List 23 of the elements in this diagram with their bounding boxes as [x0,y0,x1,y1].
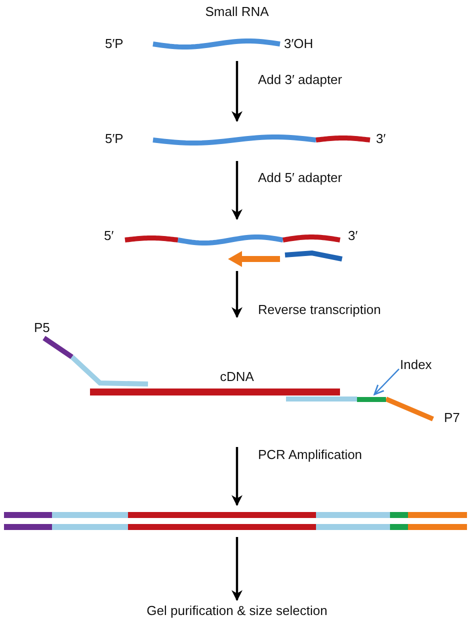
arrow [232,447,242,506]
step-label: Add 5′ adapter [256,170,344,186]
arrow [232,537,242,602]
strand-end-label: 3′ [348,228,358,244]
arrow [232,161,242,220]
arrow [232,271,242,318]
step-label: Add 3′ adapter [256,72,344,88]
index-label: Index [400,357,432,373]
strand-name-label: cDNA [220,369,254,385]
title-label: Small RNA [205,4,269,20]
strand-end-label: 5′P [105,131,124,147]
index-segment [357,396,386,402]
step-label: PCR Amplification [256,447,364,463]
strand-end-label: 5′P [105,36,124,52]
strand-end-label: P7 [444,410,460,426]
strand-end-label: 3′OH [284,36,314,52]
strand-end-label: 5′ [104,228,114,244]
step-label: Reverse transcription [256,302,383,318]
strand-end-label: P5 [34,320,50,336]
strand-end-label: 3′ [376,131,386,147]
step-label: Gel purification & size selection [146,603,328,619]
leader-line [374,368,400,396]
arrow [232,61,242,122]
